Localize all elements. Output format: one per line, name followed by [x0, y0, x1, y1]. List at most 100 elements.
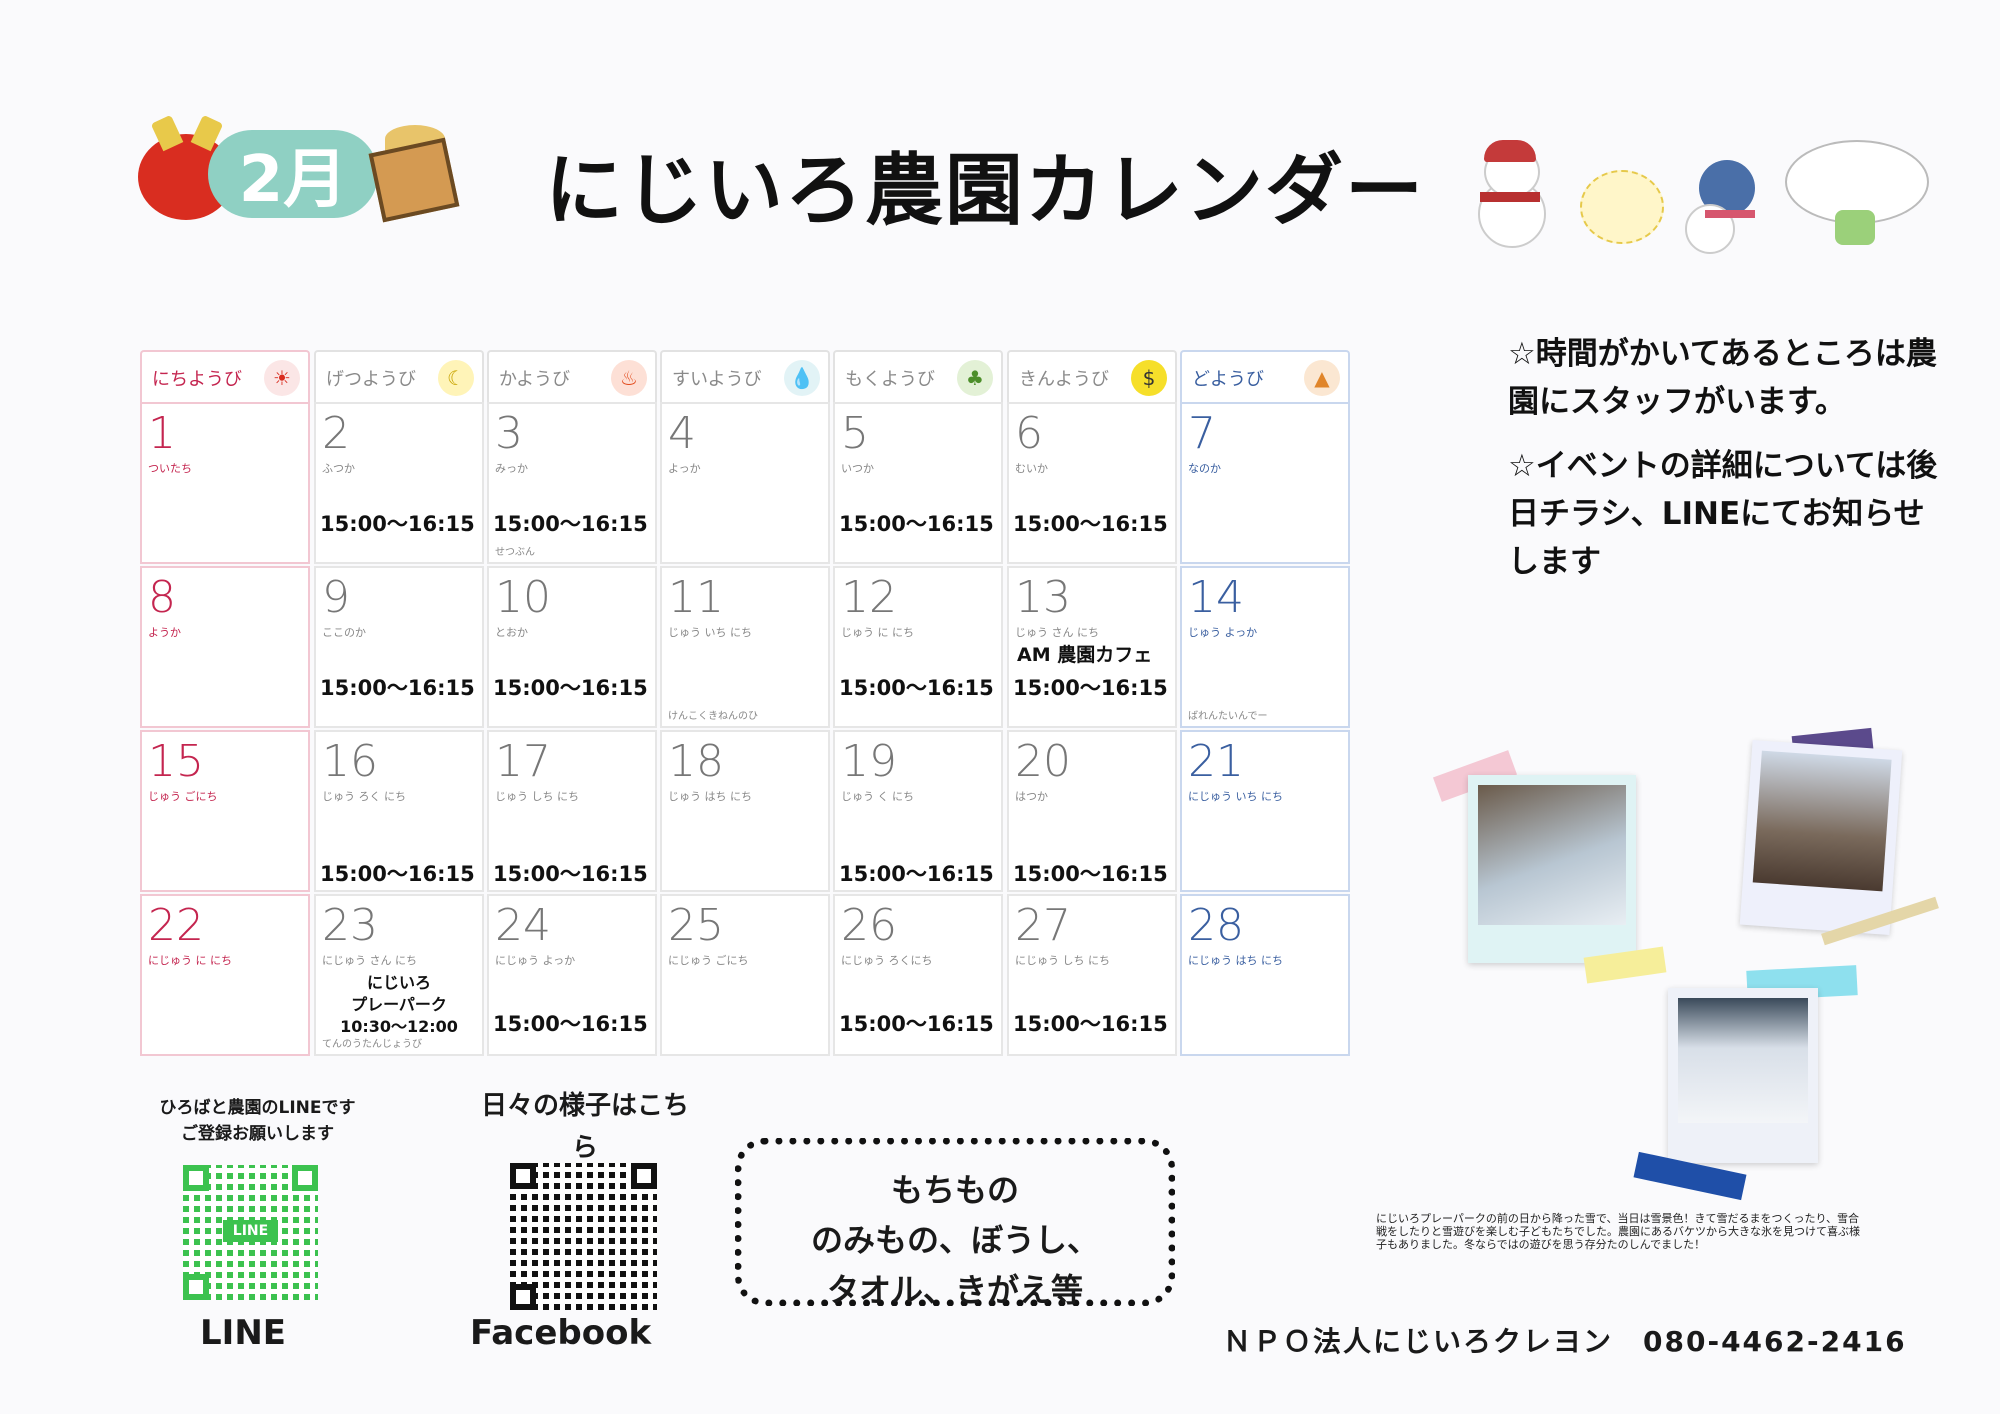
calendar-day-25: 25 にじゅう ごにち [660, 894, 830, 1056]
sun-icon: ☀ [264, 360, 300, 396]
day-reading: じゅう に にち [841, 626, 914, 639]
day-number: 12 [841, 572, 897, 623]
staff-time: 15:00～16:15 [1013, 676, 1168, 700]
day-reading: じゅう ごにち [148, 790, 218, 803]
day-reading: よっか [668, 462, 701, 475]
staff-time: 15:00～16:15 [839, 862, 994, 886]
moon-icon: ☾ [438, 360, 474, 396]
water-drop-icon: 💧 [784, 360, 820, 396]
day-number: 2 [322, 408, 350, 459]
staff-time: 15:00～16:15 [839, 676, 994, 700]
day-number: 10 [495, 572, 551, 623]
weekday-header: どようび▲ [1180, 350, 1350, 402]
staff-time: 15:00～16:15 [320, 676, 475, 700]
day-reading: にじゅう ごにち [668, 954, 749, 967]
day-reading: じゅう さん にち [1015, 626, 1099, 639]
day-number: 6 [1015, 408, 1043, 459]
staff-time: 15:00～16:15 [320, 862, 475, 886]
note-event-details: ☆イベントの詳細については後日チラシ、LINEにてお知らせします [1508, 448, 1938, 580]
day-note: せつぶん [495, 547, 535, 558]
calendar-day-2: 2 ふつか 15:00～16:15 [314, 402, 484, 564]
weekday-label: きんようび [1019, 369, 1109, 390]
staff-time: 15:00～16:15 [320, 512, 475, 536]
day-number: 23 [322, 900, 378, 951]
photo-snowman [1668, 988, 1818, 1163]
staff-time: 15:00～16:15 [493, 676, 648, 700]
staff-time: 15:00～16:15 [493, 1012, 648, 1036]
calendar-day-1: 1 ついたち [140, 402, 310, 564]
belongings-line-2: タオル、きがえ等 [826, 1271, 1083, 1309]
day-reading: ふつか [322, 462, 355, 475]
day-number: 8 [148, 572, 176, 623]
weekday-header: すいようび💧 [660, 350, 830, 402]
day-reading: ここのか [322, 626, 366, 639]
fluffy-character-illustration [1580, 170, 1664, 250]
day-number: 25 [668, 900, 724, 951]
page-title: にじいろ農園カレンダー [545, 146, 1426, 236]
organization-contact: ＮＰＯ法人にじいろクレヨン 080-4462-2416 [1223, 1325, 1907, 1358]
calendar-day-23: 23 にじゅう さん にちにじいろ プレーパーク 10:30～12:00 てんのうた… [314, 894, 484, 1056]
day-reading: ようか [148, 626, 181, 639]
day-reading: ついたち [148, 462, 192, 475]
day-reading: じゅう く にち [841, 790, 914, 803]
belongings-box: もちもの のみもの、ぼうし、 タオル、きがえ等 [735, 1138, 1175, 1309]
day-number: 26 [841, 900, 897, 951]
day-reading: にじゅう はち にち [1188, 954, 1283, 967]
oni-horn-left [150, 114, 184, 152]
weekday-header: きんようび$ [1007, 350, 1177, 402]
weekday-header: にちようび ☀ [140, 350, 310, 402]
day-event: AM 農園カフェ [1017, 644, 1153, 666]
day-number: 3 [495, 408, 523, 459]
weekday-header: かようび♨ [487, 350, 657, 402]
tree-icon: ♣ [957, 360, 993, 396]
calendar-day-8: 8 ようか [140, 566, 310, 728]
line-label: LINE [200, 1313, 286, 1353]
facebook-caption: 日々の様子はこちら [480, 1091, 689, 1163]
calendar-day-24: 24 にじゅう よっか 15:00～16:15 [487, 894, 657, 1056]
day-number: 24 [495, 900, 551, 951]
staff-time: 15:00～16:15 [1013, 862, 1168, 886]
weekday-label: かようび [499, 369, 571, 390]
day-reading: なのか [1188, 462, 1221, 475]
day-number: 5 [841, 408, 869, 459]
belongings-line-1: のみもの、ぼうし、 [810, 1221, 1099, 1259]
calendar-day-12: 12 じゅう に にち 15:00～16:15 [833, 566, 1003, 728]
belongings-title: もちもの [890, 1171, 1019, 1209]
line-qr-code[interactable]: LINE [183, 1165, 318, 1300]
day-reading: いつか [841, 462, 874, 475]
weekday-label: もくようび [845, 369, 935, 390]
weekday-label: にちようび [152, 369, 242, 390]
line-caption-2: ご登録お願いします [181, 1124, 334, 1144]
weekday-header: もくようび ♣ [833, 350, 1003, 402]
calendar-day-15: 15 じゅう ごにち [140, 730, 310, 892]
day-reading: にじゅう よっか [495, 954, 576, 967]
day-number: 7 [1188, 408, 1216, 459]
day-reading: にじゅう さん にち [322, 954, 417, 967]
photo-caption: にじいろプレーパークの前の日から降った雪で、当日は雪景色！きて雪だるまをつくった… [1376, 1212, 1860, 1251]
facebook-qr-code[interactable] [510, 1163, 657, 1310]
photo-child-ice [1739, 739, 1903, 936]
day-number: 1 [148, 408, 176, 459]
day-number: 15 [148, 736, 204, 787]
line-qr-logo: LINE [223, 1220, 278, 1242]
day-note: けんこくきねんのひ [668, 711, 758, 722]
mountain-icon: ▲ [1304, 360, 1340, 396]
day-reading: むいか [1015, 462, 1048, 475]
day-note: てんのうたんじょうび [322, 1039, 422, 1050]
staff-time: 15:00～16:15 [493, 512, 648, 536]
day-number: 9 [322, 572, 350, 623]
calendar-day-9: 9 ここのか 15:00～16:15 [314, 566, 484, 728]
day-reading: じゅう しち にち [495, 790, 579, 803]
day-number: 4 [668, 408, 696, 459]
day-event: にじいろ プレーパーク 10:30～12:00 [340, 973, 458, 1036]
day-reading: とおか [495, 626, 528, 639]
month-badge: 2月 [208, 130, 378, 218]
